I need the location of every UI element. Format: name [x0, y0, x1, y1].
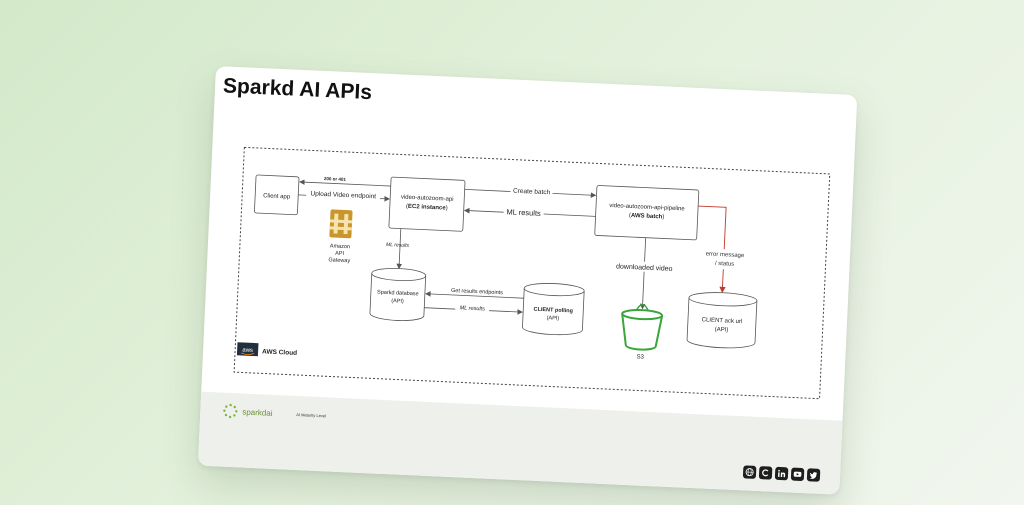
brand: sparkdai [222, 403, 273, 421]
client-app-box[interactable] [254, 174, 300, 216]
edge-create-batch-label: Create batch [513, 188, 551, 197]
edge-upload-video-label: Upload Video endpoint [310, 190, 376, 200]
gateway-label-2: API [335, 251, 345, 257]
aws-cloud-label: AWS Cloud [262, 348, 297, 357]
ack-label-2: (API) [715, 327, 729, 334]
edge-ml-results-main-label: ML results [506, 207, 541, 218]
edge-ml-results-db [396, 228, 403, 270]
client-app-label: Client app [263, 193, 291, 200]
pipeline-label-1: video-autozoom-api-pipeline [609, 203, 685, 212]
architecture-diagram: aws AWS Cloud Client app video-autozoom-… [233, 146, 831, 400]
aws-logo-text: aws [242, 347, 253, 353]
edge-status-codes [299, 179, 391, 187]
polling-label-2: (API) [546, 315, 559, 322]
slide-footer: sparkdai AI Maturity Level [197, 391, 843, 495]
gateway-label-3: Gateway [328, 257, 350, 264]
db-label-2: (API) [391, 298, 404, 305]
footer-note: AI Maturity Level [296, 412, 327, 419]
ec2-label-1: video-autozoom-api [401, 195, 454, 203]
sparkd-logo-icon [223, 403, 238, 419]
edge-get-results [425, 291, 524, 299]
edge-ml-results-bottom-label: ML results [459, 305, 485, 312]
edge-downloaded-video-label: downloaded video [616, 263, 673, 273]
aws-batch-pipeline-box[interactable] [594, 185, 700, 241]
client-polling-api[interactable] [522, 282, 585, 336]
twitter-icon[interactable] [806, 468, 821, 482]
edge-status-codes-label: 200 or 401 [324, 176, 347, 182]
slide-card: Sparkd AI APIs aws AWS Cloud Client app … [197, 66, 858, 495]
api-gateway-icon [329, 209, 353, 239]
gateway-label-1: Amazon [330, 243, 350, 250]
client-ack-url-api[interactable] [686, 291, 758, 349]
edge-get-results-label: Get results endpoints [451, 288, 503, 296]
ack-label-1: CLIENT ack url [702, 317, 743, 325]
s3-bucket-icon [621, 303, 664, 351]
ec2-label-2: (EC2 instance) [406, 204, 448, 212]
db-label-1: Sparkd database [377, 290, 419, 298]
s3-label: S3 [636, 354, 644, 360]
letter-c-icon[interactable] [758, 466, 773, 480]
linkedin-icon[interactable] [774, 466, 789, 481]
brand-name: sparkdai [242, 407, 273, 418]
aws-cloud-boundary [233, 146, 831, 400]
edge-error-label-2: / status [715, 261, 735, 268]
social-links [742, 465, 821, 482]
edge-downloaded-video [639, 237, 647, 310]
pipeline-label-2: (AWS batch) [629, 213, 665, 221]
edge-error-label-1: error message [705, 251, 745, 259]
aws-logo: aws [236, 342, 259, 357]
globe-icon[interactable] [742, 465, 757, 479]
youtube-icon[interactable] [790, 467, 805, 482]
ec2-instance-box[interactable] [388, 176, 466, 232]
sparkd-database[interactable] [369, 267, 427, 321]
edge-ml-results-db-label: ML results [386, 242, 410, 249]
polling-label-1: CLIENT polling [533, 307, 573, 315]
